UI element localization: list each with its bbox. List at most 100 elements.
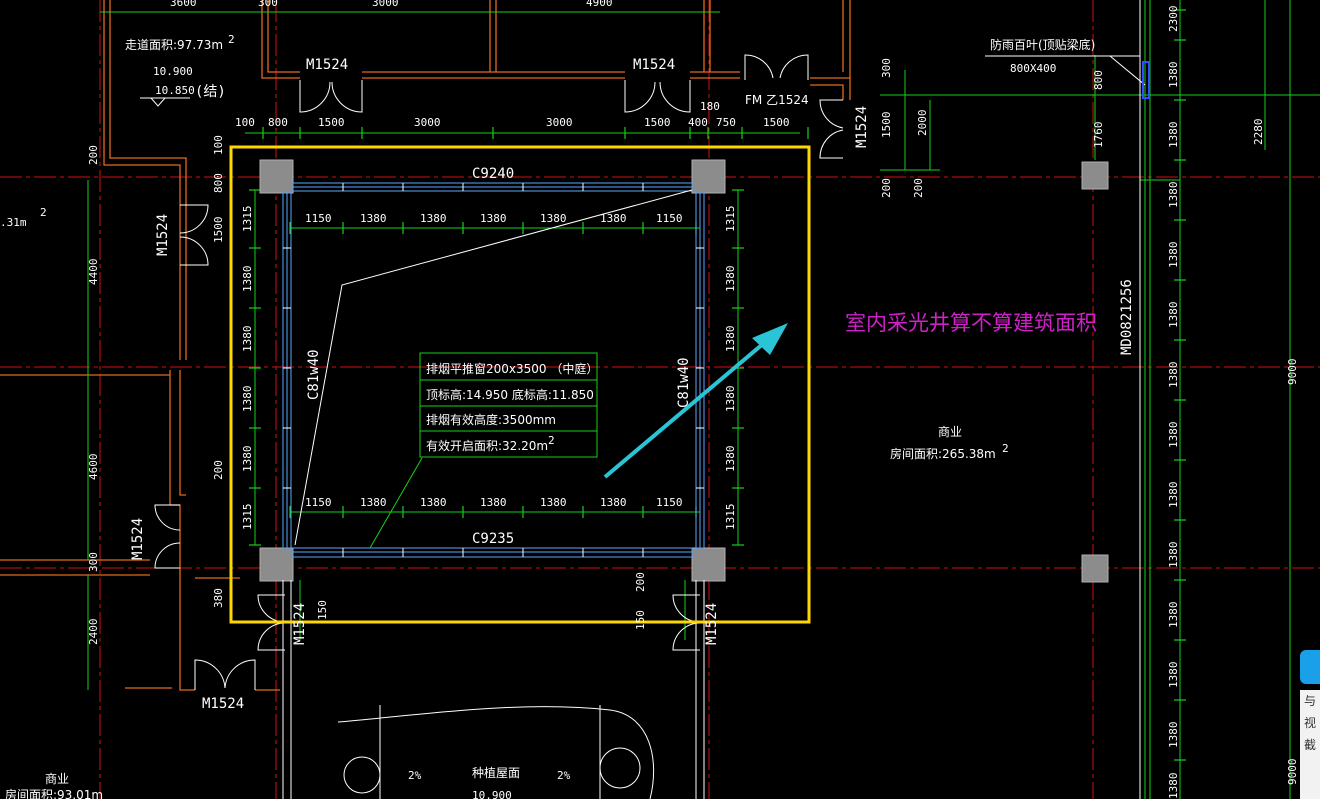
left-room-area-sup: 2 <box>40 206 47 219</box>
left-room-area: .31m <box>0 216 27 229</box>
smoke-table-row3: 排烟有效高度:3500mm <box>426 412 556 427</box>
level-marker <box>140 97 190 107</box>
dim-m-11: 200 <box>212 460 225 480</box>
dim-door-6: 1500 <box>644 116 671 129</box>
dim-rc-4: 1380 <box>1167 182 1180 209</box>
floating-chat-button[interactable] <box>1300 650 1320 684</box>
dim-ib-5: 1380 <box>540 496 567 509</box>
dim-dv-3: 200 <box>880 178 893 198</box>
dim-ib-3: 1380 <box>420 496 447 509</box>
door-label-2: M1524 <box>633 57 675 73</box>
window-label-top: C9240 <box>472 166 514 182</box>
dim-rv-5: 1380 <box>724 446 737 473</box>
dim-door-4: 3000 <box>414 116 441 129</box>
dim-rv-6: 1315 <box>724 504 737 531</box>
door-label-5: M1524 <box>130 518 146 560</box>
dim-rc-13: 1380 <box>1167 722 1180 749</box>
dim-dv-1: 300 <box>880 58 893 78</box>
dim-ib-4: 1380 <box>480 496 507 509</box>
dim-fr-3: 9000 <box>1286 759 1299 786</box>
dim-fr-1: 2280 <box>1252 119 1265 146</box>
walls <box>0 0 851 691</box>
louver-label: 防雨百叶(顶贴梁底) <box>990 37 1095 52</box>
dim-rv-1: 1315 <box>724 206 737 233</box>
commercial-label: 商业 <box>938 424 962 439</box>
dim-it-2: 1380 <box>360 212 387 225</box>
side-panel-char-2: 视 <box>1303 716 1316 730</box>
dim-it-7: 1150 <box>656 212 683 225</box>
dim-lv-2: 1380 <box>241 266 254 293</box>
corridor-level2: 10.850 <box>155 84 195 97</box>
window-label-bottom: C9235 <box>472 531 514 547</box>
slope-label-1: 2% <box>408 769 422 782</box>
dim-ib-6: 1380 <box>600 496 627 509</box>
dimension-text-door-row: 100 800 1500 3000 3000 1500 400 750 1500 <box>235 116 790 129</box>
dim-door-1: 100 <box>235 116 255 129</box>
dim-lv-1: 1315 <box>241 206 254 233</box>
dim-door-2: 800 <box>268 116 288 129</box>
dim-door-8: 750 <box>716 116 736 129</box>
dim-door-9: 1500 <box>763 116 790 129</box>
bottom-commercial-area: 房间面积:93.01m <box>5 787 103 799</box>
dimension-text-right: 1315 1380 1380 1380 1380 1315 <box>724 206 737 531</box>
dim-rc-8: 1380 <box>1167 422 1180 449</box>
door-label-8: M1524 <box>704 603 720 645</box>
dim-rv-2: 1380 <box>724 266 737 293</box>
bottom-commercial-label: 商业 <box>45 771 69 786</box>
dim-lv-5: 1380 <box>241 446 254 473</box>
smoke-table-row4-sup: 2 <box>548 434 555 447</box>
dim-rc-1: 2300 <box>1167 6 1180 33</box>
dim-m-8: 300 <box>87 552 100 572</box>
dimension-text-inner-top: 1150 1380 1380 1380 1380 1380 1150 <box>305 212 683 225</box>
dimension-text-far-right: 2280 9000 9000 <box>1252 119 1299 786</box>
window-mullions <box>283 183 704 557</box>
dim-dv-6: 1760 <box>1092 122 1105 149</box>
side-panel: 与 视 截 <box>1300 690 1320 799</box>
side-panel-char-3: 截 <box>1303 738 1316 752</box>
door-label-7: M1524 <box>292 603 308 645</box>
door-label-md: MD0821256 <box>1119 279 1135 355</box>
dim-m-10: 1500 <box>212 217 225 244</box>
dim-top-2: 300 <box>258 0 278 9</box>
lower-walls <box>282 0 1141 799</box>
dim-lv-6: 1315 <box>241 504 254 531</box>
dim-rc-9: 1380 <box>1167 482 1180 509</box>
corridor-area: 走道面积:97.73m <box>125 38 223 52</box>
dim-ib-2: 1380 <box>360 496 387 509</box>
dim-dv-7: 800 <box>1092 70 1105 90</box>
dim-dv-5: 2000 <box>916 110 929 137</box>
dim-rv-3: 1380 <box>724 326 737 353</box>
dim-rc-14: 1380 <box>1167 773 1180 799</box>
dim-ib-1: 1150 <box>305 496 332 509</box>
dim-rc-10: 1380 <box>1167 542 1180 569</box>
window-label-right: C81w40 <box>676 357 692 408</box>
structural-columns <box>259 159 1109 583</box>
dim-door-3: 1500 <box>318 116 345 129</box>
smoke-table-row2: 顶标高:14.950 底标高:11.850 <box>426 387 594 402</box>
dim-dv-2: 1500 <box>880 112 893 139</box>
dim-lv-3: 1380 <box>241 326 254 353</box>
dim-it-4: 1380 <box>480 212 507 225</box>
dimension-text-left: 1315 1380 1380 1380 1380 1315 <box>241 206 254 531</box>
dim-rc-2: 1380 <box>1167 62 1180 89</box>
commercial-area: 房间面积:265.38m <box>890 446 996 461</box>
door-label-1: M1524 <box>306 57 348 73</box>
dim-m-13: 150 <box>634 610 647 630</box>
dim-it-5: 1380 <box>540 212 567 225</box>
dim-it-1: 1150 <box>305 212 332 225</box>
vent-leader-lines <box>294 189 693 546</box>
smoke-table-row4: 有效开启面积:32.20m <box>426 438 548 453</box>
louver-leader-2 <box>1109 55 1146 86</box>
commercial-area-sup: 2 <box>1002 442 1009 455</box>
planted-roof-label: 种植屋面 <box>472 765 520 780</box>
dim-rc-5: 1380 <box>1167 242 1180 269</box>
dim-door-5: 3000 <box>546 116 573 129</box>
smoke-vent-table: 排烟平推窗200x3500 （中庭） 顶标高:14.950 底标高:11.850… <box>419 352 598 458</box>
dim-m-9: 180 <box>700 100 720 113</box>
dim-fr-2: 9000 <box>1286 359 1299 386</box>
slope-label-2: 2% <box>557 769 571 782</box>
dim-door-7: 400 <box>688 116 708 129</box>
dimension-text-inner-bottom: 1150 1380 1380 1380 1380 1380 1150 <box>305 496 683 509</box>
bottom-level: 10.900 <box>472 789 512 799</box>
dim-it-6: 1380 <box>600 212 627 225</box>
